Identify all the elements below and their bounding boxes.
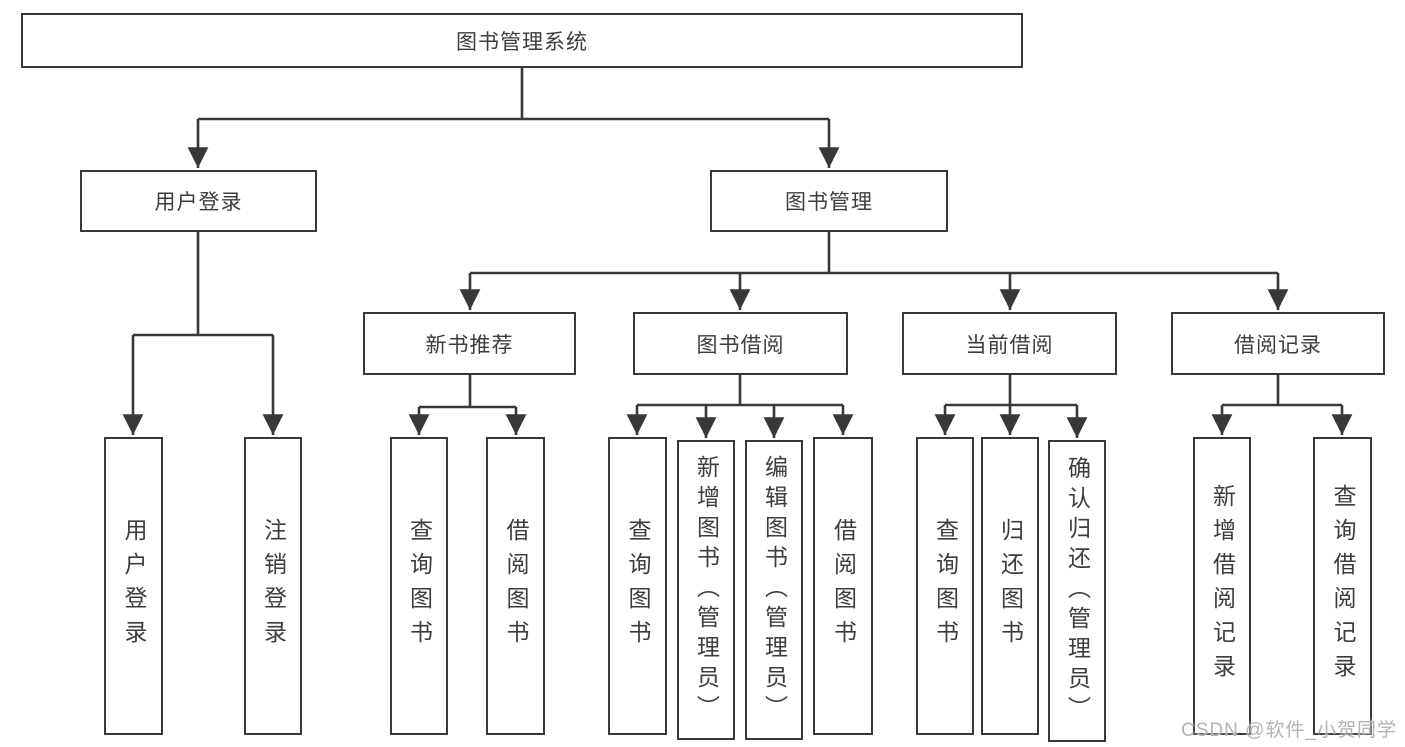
node-current-borrow: 当前借阅	[902, 312, 1117, 375]
node-new-book-recommend: 新书推荐	[363, 312, 576, 375]
node-label: 新书推荐	[425, 333, 514, 357]
node-label: 当前借阅	[965, 333, 1054, 357]
leaf-edit-books-admin: 编辑图书（管理员）	[745, 440, 803, 740]
leaf-confirm-return-admin: 确认归还（管理员）	[1048, 440, 1106, 742]
csdn-watermark: CSDN @软件_小贺同学	[1181, 720, 1397, 741]
node-book-borrow: 图书借阅	[633, 312, 848, 375]
node-label: 用户登录	[121, 518, 147, 654]
node-label: 新增借阅记录	[1209, 484, 1236, 688]
node-label: 图书借阅	[696, 333, 785, 357]
node-label: 新增图书（管理员）	[693, 455, 720, 725]
node-label: 用户登录	[154, 191, 243, 214]
leaf-return-books: 归还图书	[981, 437, 1039, 735]
node-label: 归还图书	[997, 518, 1024, 654]
leaf-query-books-borrow: 查询图书	[608, 437, 667, 735]
node-label: 查询图书	[932, 518, 959, 654]
leaf-query-books-current: 查询图书	[916, 437, 974, 735]
node-label: 查询图书	[406, 518, 433, 654]
node-label: 查询借阅记录	[1330, 484, 1356, 688]
node-label: 注销登录	[260, 518, 287, 654]
node-root: 图书管理系统	[21, 13, 1023, 68]
leaf-query-books-recommend: 查询图书	[390, 437, 448, 735]
leaf-add-borrow-record: 新增借阅记录	[1193, 437, 1251, 735]
node-book-management: 图书管理	[710, 170, 948, 232]
node-label: 编辑图书（管理员）	[761, 455, 788, 725]
node-label: 借阅图书	[503, 518, 529, 654]
node-label: 图书管理	[785, 191, 873, 214]
leaf-user-login: 用户登录	[104, 437, 163, 735]
node-label: 查询图书	[625, 518, 651, 654]
node-root-label: 图书管理系统	[456, 30, 588, 54]
leaf-borrow-books: 借阅图书	[813, 437, 873, 735]
leaf-add-books-admin: 新增图书（管理员）	[677, 440, 735, 740]
leaf-logout: 注销登录	[244, 437, 302, 735]
leaf-borrow-books-recommend: 借阅图书	[486, 437, 545, 735]
node-user-login: 用户登录	[80, 170, 317, 232]
node-label: 借阅记录	[1234, 333, 1322, 357]
leaf-query-borrow-record: 查询借阅记录	[1313, 437, 1372, 735]
node-label: 借阅图书	[830, 518, 857, 654]
node-label: 确认归还（管理员）	[1064, 456, 1091, 726]
node-borrow-record: 借阅记录	[1171, 312, 1385, 375]
